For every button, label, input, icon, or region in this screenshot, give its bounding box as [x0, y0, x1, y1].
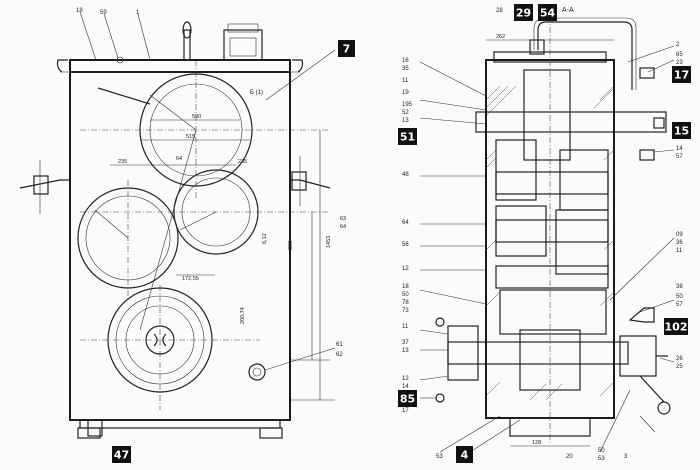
housing-top-cover — [69, 59, 291, 73]
svg-text:3: 3 — [624, 454, 628, 460]
gear-blocks — [495, 69, 609, 391]
svg-text:12: 12 — [402, 266, 409, 272]
svg-text:54: 54 — [540, 7, 556, 20]
svg-text:11: 11 — [676, 248, 683, 254]
svg-text:13: 13 — [402, 118, 409, 124]
badge-51: 51 — [398, 128, 417, 145]
svg-text:14: 14 — [676, 146, 683, 152]
dim-235b: 235 — [118, 159, 127, 165]
badge-47: 47 — [112, 446, 131, 463]
svg-text:73: 73 — [402, 308, 409, 314]
badge-15: 15 — [672, 122, 691, 139]
view-label: Б (1) — [250, 90, 263, 96]
dim-1453: 1453 — [326, 236, 332, 248]
callout-1: 1 — [136, 10, 140, 16]
dim-515: 515 — [186, 134, 195, 140]
svg-text:51: 51 — [400, 131, 415, 144]
badge-54: 54 — [538, 4, 557, 21]
svg-text:48: 48 — [402, 172, 409, 178]
svg-text:09: 09 — [676, 232, 683, 238]
callout-53b: 53 — [598, 456, 605, 462]
svg-text:11: 11 — [402, 324, 409, 330]
svg-text:52: 52 — [402, 110, 409, 116]
dim-262: 262 — [496, 34, 505, 40]
callout-62: 62 — [336, 352, 343, 358]
svg-text:15: 15 — [674, 125, 689, 138]
badge-102: 102 — [664, 318, 688, 335]
svg-text:23: 23 — [676, 60, 683, 66]
callout-50b: 50 — [598, 448, 605, 454]
svg-text:65: 65 — [676, 52, 683, 58]
svg-text:78: 78 — [402, 300, 409, 306]
svg-text:64: 64 — [402, 220, 409, 226]
dim-590: 590 — [192, 114, 201, 120]
svg-text:19: 19 — [402, 90, 409, 96]
svg-text:47: 47 — [114, 449, 129, 462]
svg-text:29: 29 — [516, 7, 531, 20]
callout-61: 61 — [336, 342, 343, 348]
badge-7: 7 — [338, 40, 355, 57]
svg-text:37: 37 — [402, 340, 409, 346]
badge-17: 17 — [672, 66, 691, 83]
svg-text:57: 57 — [676, 154, 683, 160]
svg-text:57: 57 — [676, 302, 683, 308]
svg-text:13: 13 — [402, 348, 409, 354]
svg-text:20: 20 — [566, 454, 573, 460]
dim-200: 200,74 — [240, 307, 246, 324]
callout-59: 59 — [100, 10, 107, 16]
svg-text:12: 12 — [402, 376, 409, 382]
svg-text:50: 50 — [676, 294, 683, 300]
dim-64: 64 — [176, 156, 182, 162]
svg-text:195: 195 — [402, 102, 413, 108]
right-view: A-A 262 28 128 53 50 53 16 35 11 19 195 … — [402, 7, 683, 462]
oil-sight-glass — [248, 363, 266, 381]
svg-text:25: 25 — [676, 364, 683, 370]
svg-text:16: 16 — [402, 58, 409, 64]
shafts — [447, 111, 667, 365]
dim-172: 172,55 — [182, 276, 199, 282]
svg-text:36: 36 — [676, 240, 683, 246]
right-callout-column: 2 65 23 14 57 09 36 11 38 50 57 26 25 20… — [566, 42, 683, 460]
dim-64b: 64 — [340, 224, 346, 230]
dim-128: 128 — [532, 440, 541, 446]
svg-text:7: 7 — [343, 43, 351, 56]
left-callout-column: 16 35 11 19 195 52 13 48 64 56 12 18 50 … — [402, 58, 413, 414]
hatching — [485, 85, 615, 401]
callout-53: 53 — [436, 454, 443, 460]
svg-text:102: 102 — [665, 321, 688, 334]
dim-612: 6,12 — [262, 233, 268, 244]
svg-text:4: 4 — [461, 449, 469, 462]
svg-text:17: 17 — [402, 408, 409, 414]
callout-28: 28 — [496, 8, 503, 14]
svg-text:26: 26 — [676, 356, 683, 362]
svg-text:17: 17 — [674, 69, 689, 82]
dim-235: 235 — [238, 159, 247, 165]
badge-4: 4 — [456, 446, 473, 463]
callout-18: 18 — [76, 8, 83, 14]
svg-text:56: 56 — [402, 242, 409, 248]
svg-text:35: 35 — [402, 66, 409, 72]
dim-63: 63 — [340, 216, 346, 222]
badge-85: 85 — [398, 390, 417, 407]
dim-380: 380 — [288, 241, 294, 250]
svg-text:50: 50 — [402, 292, 409, 298]
svg-text:11: 11 — [402, 78, 409, 84]
svg-text:38: 38 — [676, 284, 683, 290]
svg-text:85: 85 — [400, 393, 415, 406]
section-label: A-A — [562, 7, 574, 14]
svg-text:14: 14 — [402, 384, 409, 390]
svg-text:18: 18 — [402, 284, 409, 290]
left-view: 18 59 1 61 62 590 515 235 235 64 6,12 17… — [19, 8, 346, 439]
badge-29: 29 — [514, 4, 533, 21]
svg-text:2: 2 — [676, 42, 680, 48]
